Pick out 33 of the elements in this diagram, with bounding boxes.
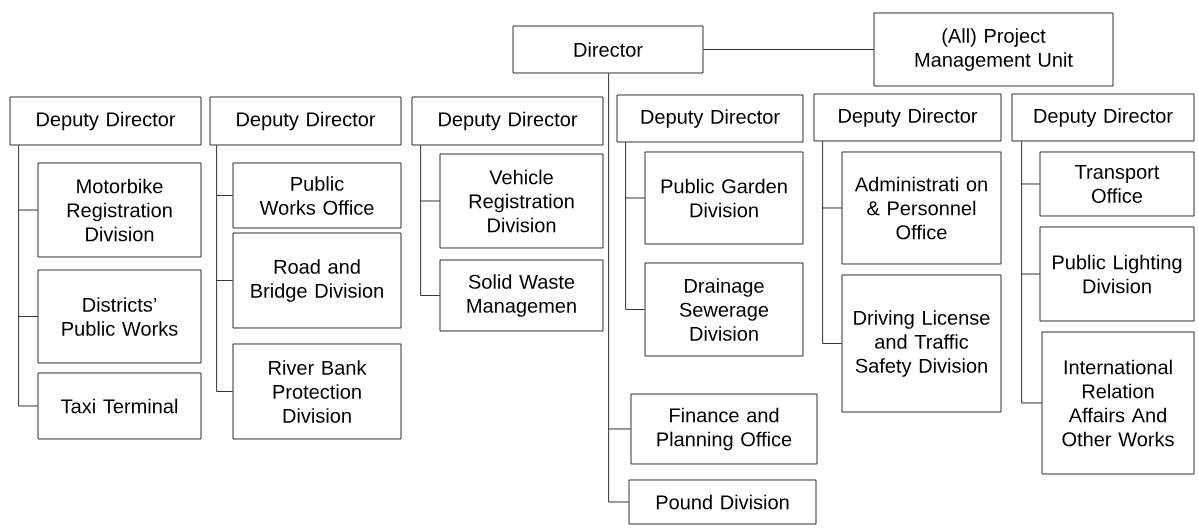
connector-line xyxy=(1021,141,1042,404)
connector-line xyxy=(608,73,631,503)
org-box: Finance and Planning Office xyxy=(630,393,818,465)
org-box: Public Lighting Division xyxy=(1039,226,1195,322)
org-box: Deputy Director xyxy=(209,96,402,146)
org-box: Deputy Director xyxy=(9,96,202,146)
connector-line xyxy=(420,145,440,296)
org-box: International Relation Affairs And Other Works xyxy=(1041,331,1195,475)
org-box: Administrati on & Personnel Office xyxy=(841,151,1002,265)
org-box: Solid Waste Managemen xyxy=(439,259,604,332)
org-box: Deputy Director xyxy=(411,96,604,146)
org-box: Driving License and Traffic Safety Division xyxy=(841,274,1002,413)
connector-line xyxy=(18,145,38,407)
connector-line xyxy=(703,49,874,50)
org-box: Public Garden Division xyxy=(644,151,804,245)
connector-line xyxy=(625,142,645,310)
org-box: Motorbike Registration Division xyxy=(37,162,202,258)
org-box: Pound Division xyxy=(628,479,817,525)
director-box: Director xyxy=(512,25,704,74)
org-box: Districts’ Public Works xyxy=(37,269,202,364)
org-box: River Bank Protection Division xyxy=(232,343,402,440)
connector-line xyxy=(216,145,233,392)
org-box: Transport Office xyxy=(1039,151,1195,217)
org-box: Deputy Director xyxy=(813,93,1002,142)
org-box: Deputy Director xyxy=(1011,93,1195,142)
org-box: Public Works Office xyxy=(232,162,402,229)
org-box: Deputy Director xyxy=(616,94,804,143)
connector-line xyxy=(822,141,842,344)
org-box: Vehicle Registration Division xyxy=(439,153,604,249)
org-box: Taxi Terminal xyxy=(37,372,202,440)
unit-box: (All) Project Management Unit xyxy=(873,12,1114,87)
org-box: Road and Bridge Division xyxy=(232,232,402,329)
org-box: Drainage Sewerage Division xyxy=(644,262,804,357)
